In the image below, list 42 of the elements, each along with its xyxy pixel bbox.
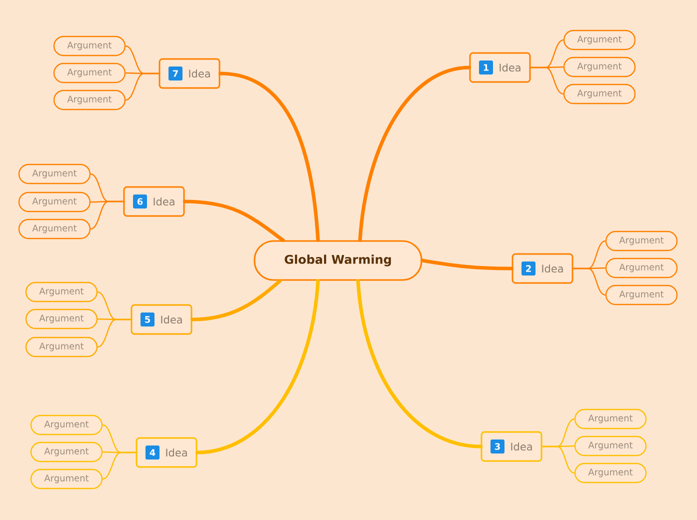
connector-line bbox=[102, 452, 136, 480]
argument-pill: Argument bbox=[25, 308, 98, 330]
number-badge: 2 bbox=[522, 262, 536, 276]
argument-pill: Argument bbox=[53, 36, 126, 56]
argument-pill: Argument bbox=[563, 56, 636, 78]
central-topic: Global Warming bbox=[254, 240, 422, 281]
argument-pill: Argument bbox=[574, 436, 647, 456]
branch-curve bbox=[358, 66, 472, 242]
branch-curve bbox=[190, 279, 282, 322]
number-badge: 6 bbox=[133, 194, 147, 208]
argument-pill: Argument bbox=[574, 408, 647, 430]
branch-curve bbox=[195, 279, 320, 454]
argument-pill: Argument bbox=[574, 462, 647, 484]
argument-pill: Argument bbox=[30, 414, 103, 436]
branch-curve bbox=[182, 200, 285, 242]
argument-pill: Argument bbox=[18, 192, 91, 212]
number-badge: 7 bbox=[168, 66, 182, 80]
argument-pill: Argument bbox=[18, 164, 91, 184]
connector-line bbox=[90, 200, 124, 230]
argument-pill: Argument bbox=[563, 30, 636, 50]
argument-pill: Argument bbox=[605, 230, 678, 252]
argument-pill: Argument bbox=[25, 336, 98, 358]
connector-line bbox=[530, 66, 564, 95]
branch-curve bbox=[218, 72, 320, 242]
argument-pill: Argument bbox=[563, 84, 636, 104]
number-badge: 4 bbox=[146, 446, 160, 460]
branch-curve bbox=[420, 258, 514, 270]
argument-pill: Argument bbox=[605, 284, 678, 306]
number-badge: 1 bbox=[479, 60, 493, 74]
argument-pill: Argument bbox=[53, 62, 126, 84]
connector-line bbox=[97, 318, 131, 348]
number-badge: 5 bbox=[140, 312, 154, 326]
connector-line bbox=[542, 446, 575, 474]
argument-pill: Argument bbox=[30, 442, 103, 462]
connector-line bbox=[125, 72, 159, 101]
argument-pill: Argument bbox=[18, 218, 91, 240]
argument-pill: Argument bbox=[25, 282, 98, 302]
connector-line bbox=[573, 268, 606, 296]
argument-pill: Argument bbox=[605, 258, 678, 278]
branch-curve bbox=[356, 279, 483, 448]
argument-pill: Argument bbox=[53, 90, 126, 110]
argument-pill: Argument bbox=[30, 468, 103, 490]
